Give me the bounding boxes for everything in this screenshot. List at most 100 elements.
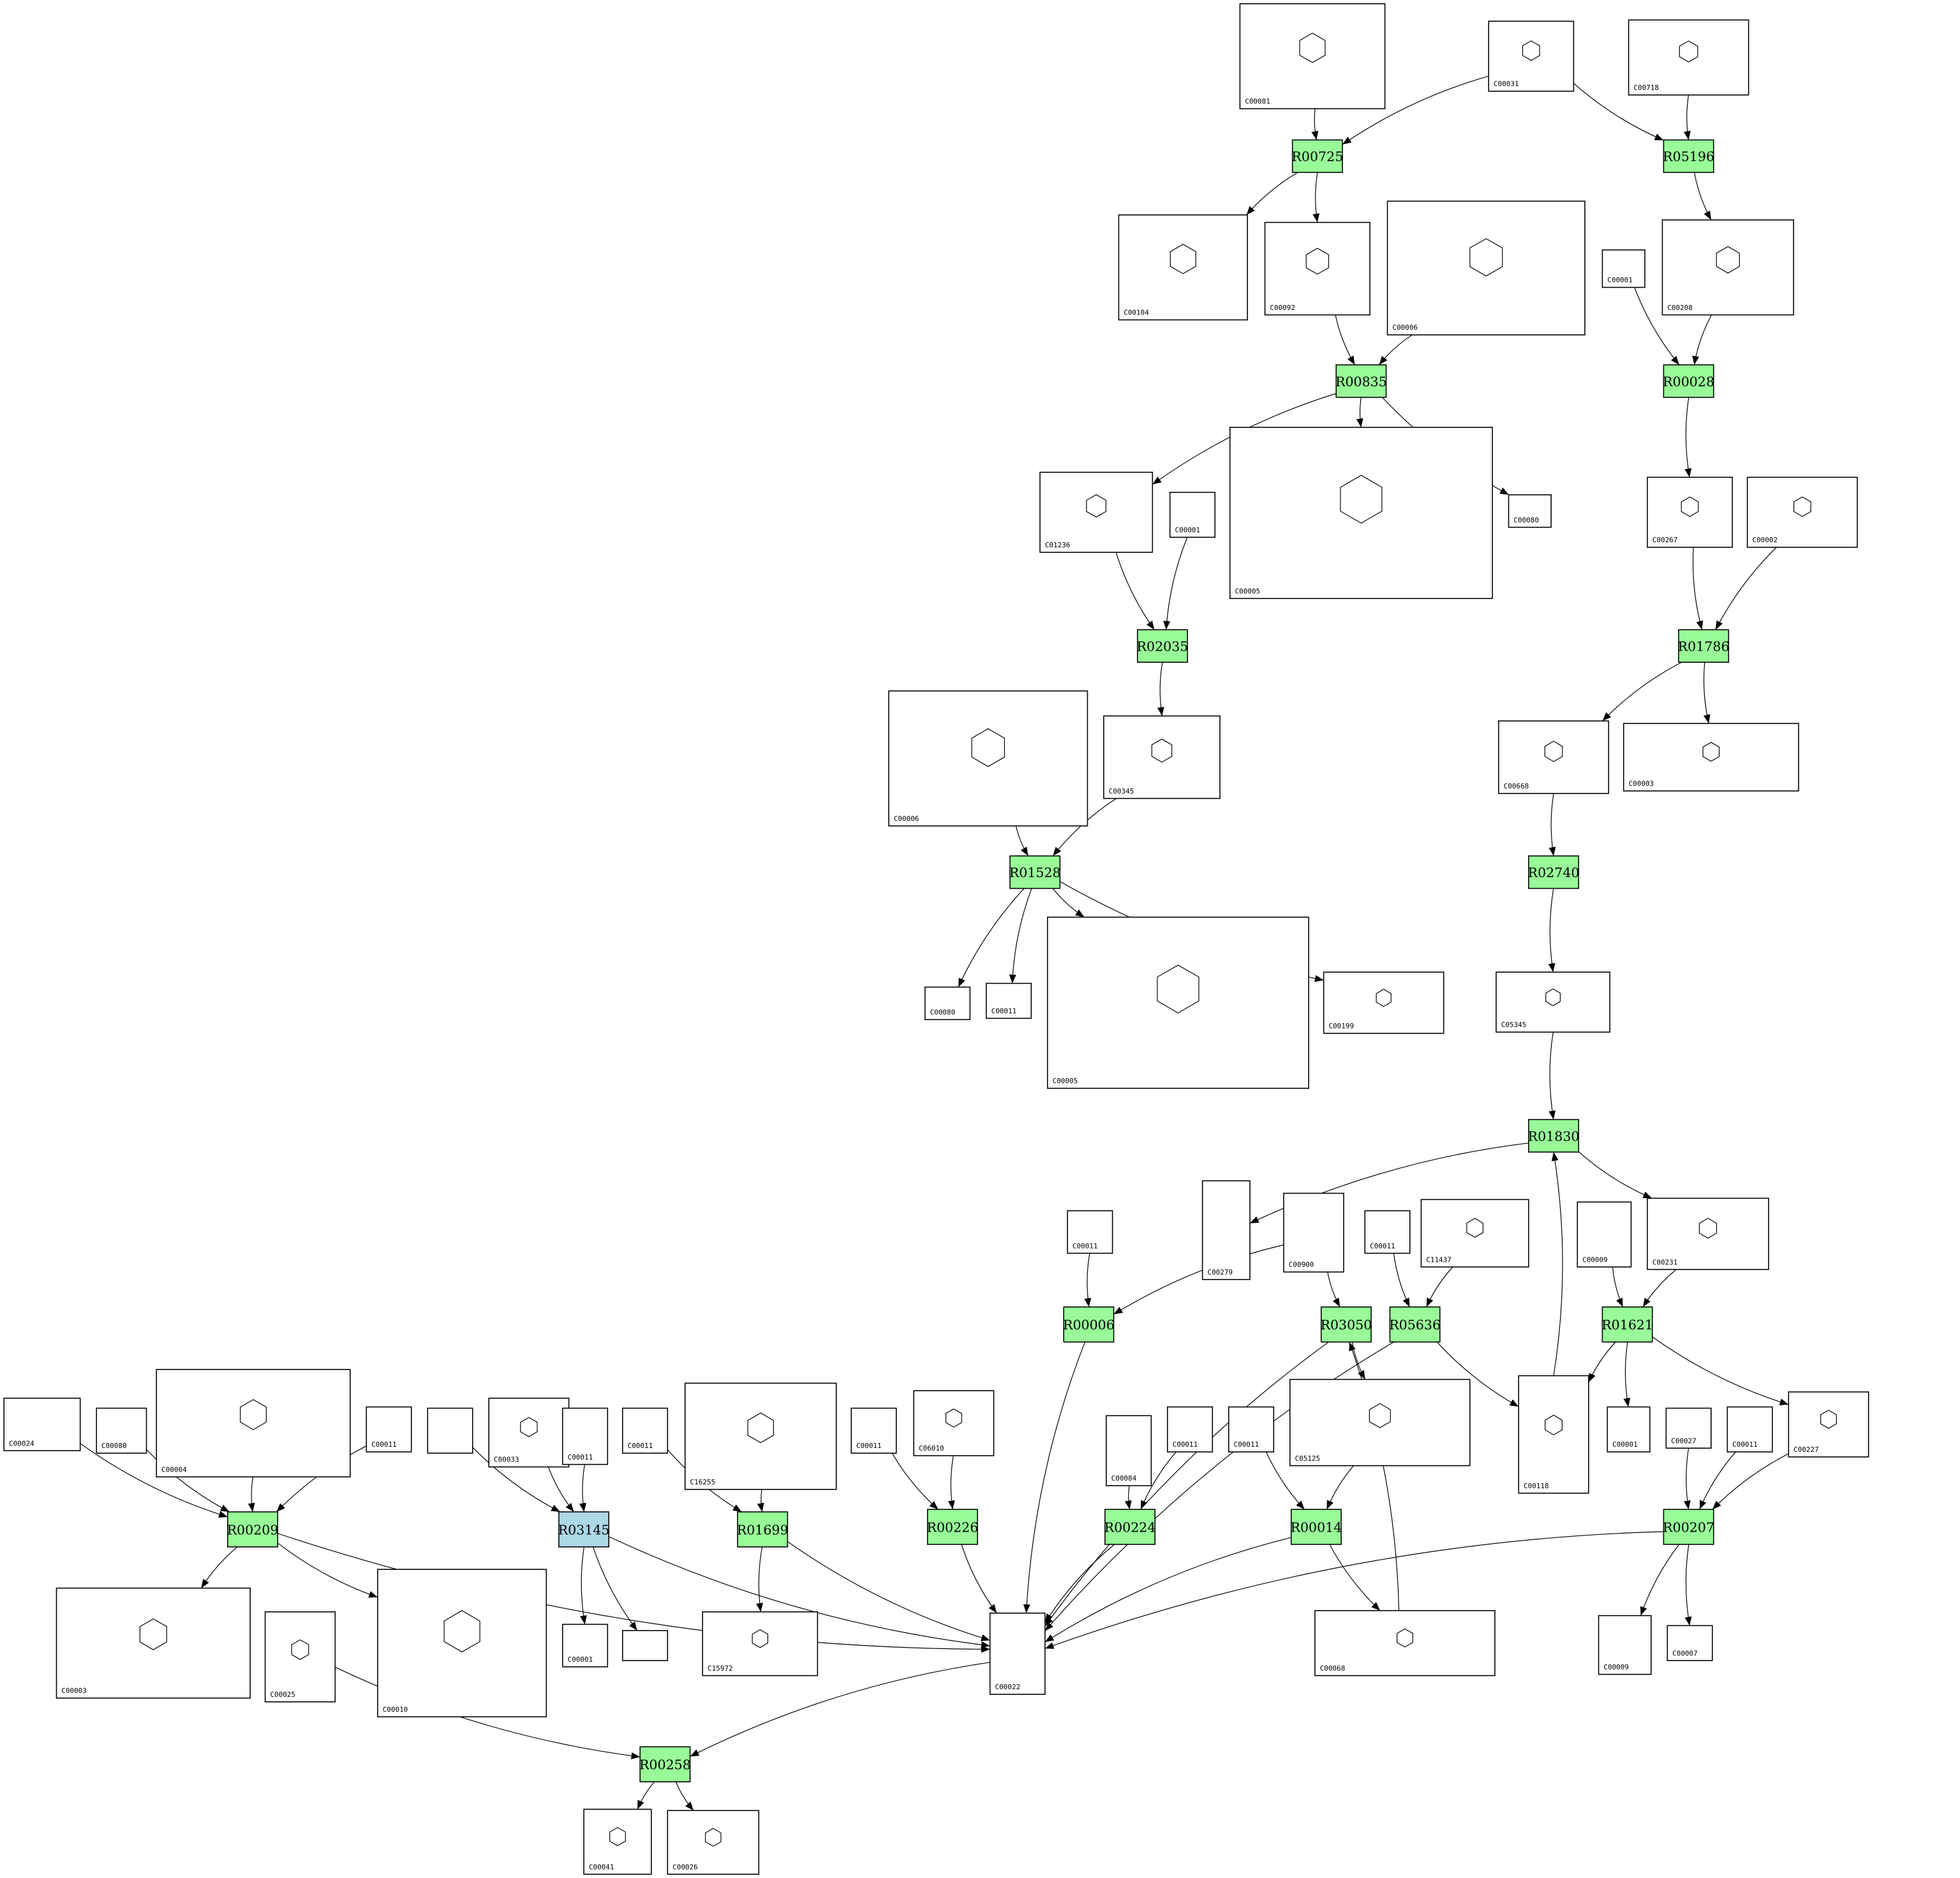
- reaction-node-R00014[interactable]: R00014: [1290, 1509, 1342, 1545]
- reaction-node-R01621[interactable]: R01621: [1601, 1306, 1653, 1343]
- compound-node-c11g[interactable]: C00011: [850, 1407, 897, 1454]
- compound-node-c3a[interactable]: C00003: [1622, 723, 1799, 792]
- compound-node-c27[interactable]: C00027: [1665, 1407, 1712, 1449]
- reaction-node-R00209[interactable]: R00209: [227, 1511, 279, 1548]
- edge-c6a-to-R00835: [1379, 334, 1413, 366]
- compound-node-c227[interactable]: C00227: [1788, 1391, 1869, 1458]
- compound-node-c11437[interactable]: C11437: [1420, 1199, 1529, 1268]
- reaction-node-R02035[interactable]: R02035: [1137, 629, 1189, 663]
- compound-box: [1201, 1180, 1251, 1280]
- compound-node-c1d[interactable]: C00001: [561, 1623, 609, 1667]
- reaction-node-R00224[interactable]: R00224: [1104, 1509, 1156, 1545]
- compound-node-c279[interactable]: C00279: [1201, 1180, 1251, 1280]
- compound-node-c104[interactable]: C00104: [1118, 214, 1248, 321]
- compound-node-c5a[interactable]: C00005: [1229, 427, 1493, 600]
- compound-node-c118[interactable]: C00118: [1518, 1375, 1589, 1494]
- compound-node-c11c[interactable]: C00011: [1067, 1210, 1113, 1254]
- molecule-structure-icon: [520, 1417, 538, 1437]
- compound-node-c33[interactable]: C00033: [488, 1398, 570, 1468]
- edge-R00207-to-c22: [1044, 1531, 1664, 1649]
- reaction-node-R03145[interactable]: R03145: [558, 1511, 610, 1548]
- compound-node-blank1[interactable]: [427, 1407, 473, 1454]
- compound-node-c80b[interactable]: C00080: [924, 986, 971, 1021]
- compound-node-c11i[interactable]: C00011: [1228, 1406, 1275, 1453]
- compound-id-label: C00011: [1173, 1440, 1198, 1449]
- compound-node-c80a[interactable]: C00080: [1508, 494, 1552, 528]
- edge-R01621-to-c1c: [1623, 1342, 1631, 1407]
- compound-node-c11b[interactable]: C00011: [1364, 1210, 1411, 1254]
- compound-node-c31[interactable]: C00031: [1488, 20, 1575, 92]
- compound-box: [1661, 219, 1794, 316]
- compound-node-c345[interactable]: C00345: [1103, 715, 1221, 799]
- reaction-label: R05196: [1663, 149, 1714, 165]
- compound-node-c68[interactable]: C00068: [1314, 1610, 1496, 1676]
- reaction-node-R01830[interactable]: R01830: [1528, 1119, 1580, 1153]
- compound-node-c84[interactable]: C00084: [1106, 1415, 1152, 1486]
- compound-node-c1c[interactable]: C00001: [1607, 1406, 1651, 1453]
- compound-node-c10[interactable]: C00010: [377, 1569, 547, 1718]
- compound-node-c231[interactable]: C00231: [1647, 1197, 1769, 1270]
- compound-node-c16255[interactable]: C16255: [684, 1382, 837, 1490]
- reaction-node-R00226[interactable]: R00226: [926, 1509, 978, 1545]
- compound-node-c24[interactable]: C00024: [3, 1398, 81, 1451]
- reaction-node-R01786[interactable]: R01786: [1678, 629, 1730, 663]
- compound-node-c5b[interactable]: C00005: [1046, 916, 1309, 1089]
- compound-node-c41[interactable]: C00041: [583, 1808, 652, 1875]
- compound-node-c81[interactable]: C00081: [1239, 3, 1386, 110]
- reaction-node-R03050[interactable]: R03050: [1320, 1306, 1372, 1343]
- compound-node-c900[interactable]: C00900: [1283, 1192, 1344, 1273]
- compound-node-c6a[interactable]: C00006: [1386, 200, 1585, 336]
- compound-node-c11a[interactable]: C00011: [986, 982, 1032, 1019]
- reaction-node-R00258[interactable]: R00258: [639, 1746, 691, 1782]
- compound-node-c9b[interactable]: C00009: [1598, 1615, 1652, 1675]
- compound-node-c11h[interactable]: C00011: [1167, 1406, 1214, 1453]
- compound-node-c92[interactable]: C00092: [1264, 221, 1370, 316]
- edge-R01830-to-c231: [1578, 1151, 1652, 1199]
- edge-R00258-to-c26: [675, 1781, 694, 1811]
- compound-node-c3b[interactable]: C00003: [56, 1587, 251, 1699]
- compound-node-c5345[interactable]: C05345: [1496, 972, 1610, 1033]
- compound-node-c668[interactable]: C00668: [1498, 720, 1610, 794]
- compound-node-c1b[interactable]: C00001: [1169, 491, 1216, 538]
- reaction-node-R00835[interactable]: R00835: [1335, 364, 1387, 398]
- reaction-node-R00725[interactable]: R00725: [1291, 139, 1343, 174]
- reaction-node-R01528[interactable]: R01528: [1009, 855, 1061, 889]
- compound-node-c80c[interactable]: C00080: [96, 1407, 147, 1454]
- compound-id-label: C00011: [628, 1442, 653, 1450]
- compound-node-c718[interactable]: C00718: [1628, 19, 1749, 96]
- compound-node-c1a[interactable]: C00001: [1601, 249, 1645, 288]
- compound-node-c22[interactable]: C00022: [989, 1612, 1046, 1695]
- compound-node-c1236[interactable]: C01236: [1039, 471, 1154, 553]
- reaction-node-R00207[interactable]: R00207: [1663, 1509, 1714, 1545]
- reaction-node-R00028[interactable]: R00028: [1663, 364, 1714, 398]
- edge-R01528-to-c11a: [1009, 888, 1032, 984]
- compound-node-c5125[interactable]: C05125: [1289, 1379, 1471, 1467]
- compound-node-c11j[interactable]: C00011: [1726, 1406, 1773, 1453]
- compound-node-c199[interactable]: C00199: [1323, 972, 1444, 1034]
- compound-node-blank2[interactable]: [622, 1630, 669, 1661]
- compound-node-c208[interactable]: C00208: [1661, 219, 1794, 316]
- molecule-structure-icon: [1376, 989, 1392, 1007]
- compound-node-c6010[interactable]: C06010: [913, 1390, 995, 1456]
- reaction-node-R05636[interactable]: R05636: [1389, 1306, 1441, 1343]
- reaction-node-R01699[interactable]: R01699: [737, 1511, 789, 1548]
- compound-node-c2[interactable]: C00002: [1746, 477, 1858, 548]
- compound-node-c9a[interactable]: C00009: [1577, 1201, 1632, 1268]
- compound-node-c6b[interactable]: C00006: [888, 690, 1088, 827]
- compound-box: [1746, 477, 1858, 548]
- compound-node-c11e[interactable]: C00011: [561, 1407, 609, 1465]
- compound-node-c11f[interactable]: C00011: [622, 1407, 669, 1454]
- compound-node-c26[interactable]: C00026: [667, 1810, 760, 1875]
- compound-node-c7[interactable]: C00007: [1667, 1625, 1713, 1661]
- compound-id-label: C11437: [1426, 1255, 1451, 1264]
- reaction-node-R02740[interactable]: R02740: [1528, 855, 1580, 889]
- compound-node-c267[interactable]: C00267: [1647, 477, 1733, 548]
- compound-node-c25[interactable]: C00025: [264, 1611, 336, 1703]
- compound-node-c4[interactable]: C00004: [156, 1369, 351, 1478]
- compound-node-c11d[interactable]: C00011: [366, 1406, 412, 1453]
- compound-node-c15972[interactable]: C15972: [702, 1611, 819, 1676]
- compound-box: [156, 1369, 351, 1478]
- reaction-node-R05196[interactable]: R05196: [1663, 139, 1714, 174]
- reaction-node-R00006[interactable]: R00006: [1063, 1306, 1115, 1343]
